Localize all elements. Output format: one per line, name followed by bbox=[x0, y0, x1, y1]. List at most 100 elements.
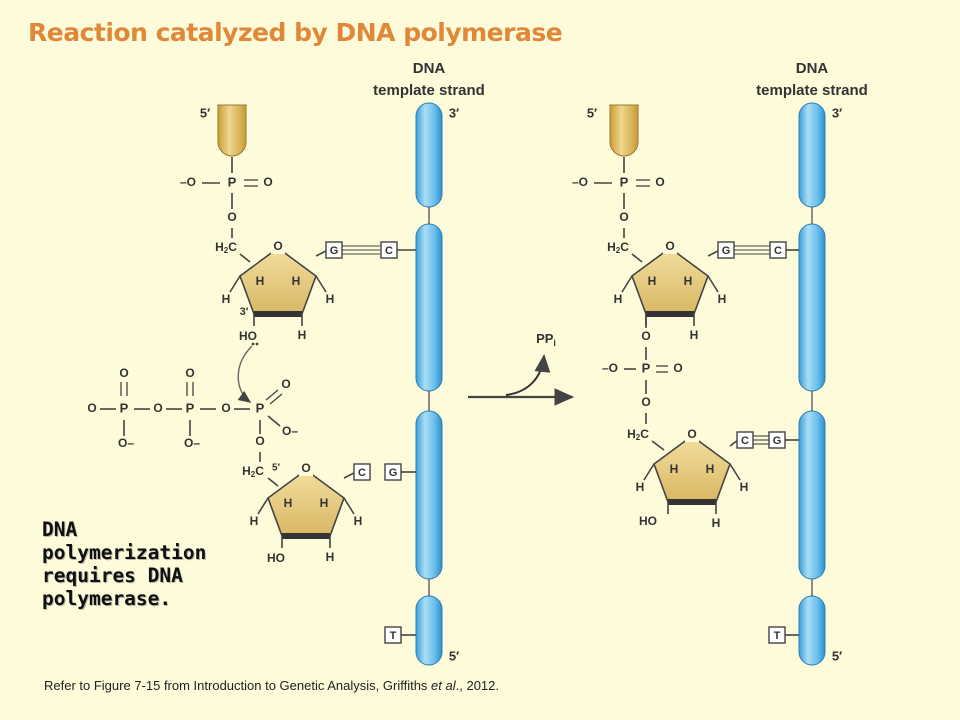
template-header-label-right: template strand bbox=[756, 82, 868, 99]
template-header-dna-left: DNA bbox=[413, 60, 446, 77]
primer-sugar-left-c4-bond bbox=[229, 275, 241, 293]
primer-sugar-left-ring-oxygen: O bbox=[273, 239, 282, 253]
template-5-end-left: 5′ bbox=[449, 648, 459, 663]
dntp-sugar-h1: H bbox=[284, 496, 293, 510]
primer-strand-tip-left bbox=[217, 104, 247, 157]
primer-ester-o-right: O bbox=[619, 210, 628, 224]
added-sugar bbox=[653, 435, 731, 503]
added-sugar-ring-oxygen: O bbox=[687, 427, 696, 441]
primer-sugar-right-h1: H bbox=[648, 274, 657, 288]
template-segment-4-right bbox=[798, 595, 826, 666]
primer-base-g-left-letter: G bbox=[330, 245, 339, 257]
added-sugar-o-bg bbox=[685, 428, 699, 442]
new-ester-o-1: O bbox=[641, 329, 650, 343]
byproduct-arrow bbox=[505, 354, 551, 396]
callout-text: DNA polymerization requires DNA polymera… bbox=[42, 518, 207, 610]
dntp-bridge-o-1: O bbox=[153, 401, 162, 415]
primer-sugar-left bbox=[239, 247, 317, 315]
primer-strand-tip-right bbox=[609, 104, 639, 157]
added-h2c: H2C bbox=[627, 427, 649, 442]
primer-phosphorus-right: P bbox=[620, 174, 629, 189]
primer-sugar-left-c4-h: H bbox=[222, 292, 231, 306]
primer-phosphorus-left: P bbox=[228, 174, 237, 189]
primer-sugar-right-c1-h: H bbox=[718, 292, 727, 306]
figure-caption: Refer to Figure 7-15 from Introduction t… bbox=[44, 678, 499, 693]
primer-h2c-left: H2C bbox=[215, 240, 237, 255]
dntp-sugar-o-bg bbox=[299, 462, 313, 476]
primer-sugar-right-o-bg bbox=[663, 240, 677, 254]
dntp-base-c-letter: C bbox=[358, 467, 366, 479]
caption-text: Refer to Figure 7-15 from Introduction t… bbox=[44, 678, 432, 693]
added-sugar-h2: H bbox=[706, 462, 715, 476]
byproduct-ppi: PPi bbox=[536, 331, 556, 348]
lone-pair-dot-2 bbox=[255, 342, 259, 346]
primer-sugar-right-c2-h: H bbox=[690, 328, 699, 342]
primer-base-g-right-letter: G bbox=[722, 245, 731, 257]
template-3-end-left: 3′ bbox=[449, 105, 459, 120]
dntp-beta-o-top: O bbox=[185, 366, 194, 380]
template-segment-3-right bbox=[798, 410, 826, 580]
template-segment-2-left bbox=[415, 223, 443, 392]
added-sugar-c4-bond bbox=[643, 463, 655, 481]
nucleophilic-attack-arrow bbox=[237, 345, 253, 403]
new-phosphate-o: O bbox=[673, 361, 682, 375]
added-sugar-c1-h: H bbox=[740, 480, 749, 494]
dntp-sugar-c2-h: H bbox=[326, 550, 335, 564]
dntp-alpha-o-top: O bbox=[281, 377, 290, 391]
new-phosphorus: P bbox=[642, 360, 651, 375]
template-segment-4-left bbox=[415, 595, 443, 666]
primer-5-end-left: 5′ bbox=[200, 105, 210, 120]
primer-phosphate-o-minus-right: –O bbox=[572, 175, 588, 189]
primer-sugar-left-c1-bond bbox=[315, 275, 327, 293]
added-sugar-c4-h: H bbox=[636, 480, 645, 494]
primer-sugar-right bbox=[631, 247, 709, 315]
dntp-sugar-ring-oxygen: O bbox=[301, 461, 310, 475]
template-base-c-right-letter: C bbox=[774, 245, 782, 257]
dntp-gamma-o-minus: O– bbox=[118, 436, 134, 450]
dntp-ester-o: O bbox=[255, 434, 264, 448]
new-phosphate-o-minus: –O bbox=[602, 361, 618, 375]
template-header-dna-right: DNA bbox=[796, 60, 829, 77]
dntp-terminal-o-left: O bbox=[87, 401, 96, 415]
dntp-h2c: H2C bbox=[242, 464, 264, 479]
template-base-g-right-letter: G bbox=[773, 435, 782, 447]
primer-ch2-bond-right bbox=[631, 253, 643, 263]
primer-3-prime-left: 3′ bbox=[240, 306, 249, 318]
dntp-phosphorus-beta: P bbox=[186, 400, 195, 415]
template-5-end-right: 5′ bbox=[832, 648, 842, 663]
primer-phosphate-o-right: O bbox=[655, 175, 664, 189]
template-segment-3-left bbox=[415, 410, 443, 580]
dntp-alpha-o-minus: O– bbox=[282, 424, 298, 438]
template-segment-1-right bbox=[798, 102, 826, 208]
template-base-g-left-letter: G bbox=[389, 467, 398, 479]
dntp-beta-o-minus: O– bbox=[184, 436, 200, 450]
primer-sugar-left-c2-h: H bbox=[298, 328, 307, 342]
dntp-phosphorus-alpha: P bbox=[256, 400, 265, 415]
primer-sugar-right-c4-bond bbox=[621, 275, 633, 293]
dntp-sugar-c1-bond bbox=[343, 497, 355, 515]
added-ch2-bond bbox=[651, 440, 665, 451]
primer-sugar-right-c1-bond bbox=[707, 275, 719, 293]
lone-pair-dot-1 bbox=[251, 342, 255, 346]
template-segment-1-left bbox=[415, 102, 443, 208]
new-ester-o-2: O bbox=[641, 395, 650, 409]
added-sugar-h1: H bbox=[670, 462, 679, 476]
added-sugar-c2-h: H bbox=[712, 516, 721, 530]
primer-sugar-left-c1-h: H bbox=[326, 292, 335, 306]
template-header-label-left: template strand bbox=[373, 82, 485, 99]
caption-suffix: ., 2012. bbox=[455, 678, 499, 693]
dntp-sugar-c1-h: H bbox=[354, 514, 363, 528]
primer-sugar-left-h2: H bbox=[292, 274, 301, 288]
template-base-c-left-letter: C bbox=[385, 245, 393, 257]
primer-sugar-left-h1: H bbox=[256, 274, 265, 288]
primer-ch2-bond-left bbox=[239, 253, 251, 263]
primer-5-end-right: 5′ bbox=[587, 105, 597, 120]
dntp-sugar-h2: H bbox=[320, 496, 329, 510]
template-base-t-right-letter: T bbox=[774, 630, 781, 642]
template-segment-2-right bbox=[798, 223, 826, 392]
dntp-ch2-bond bbox=[267, 477, 279, 487]
caption-italic: et al bbox=[431, 678, 456, 693]
dntp-sugar-c4-bond bbox=[257, 497, 269, 515]
added-base-c-letter: C bbox=[741, 435, 749, 447]
